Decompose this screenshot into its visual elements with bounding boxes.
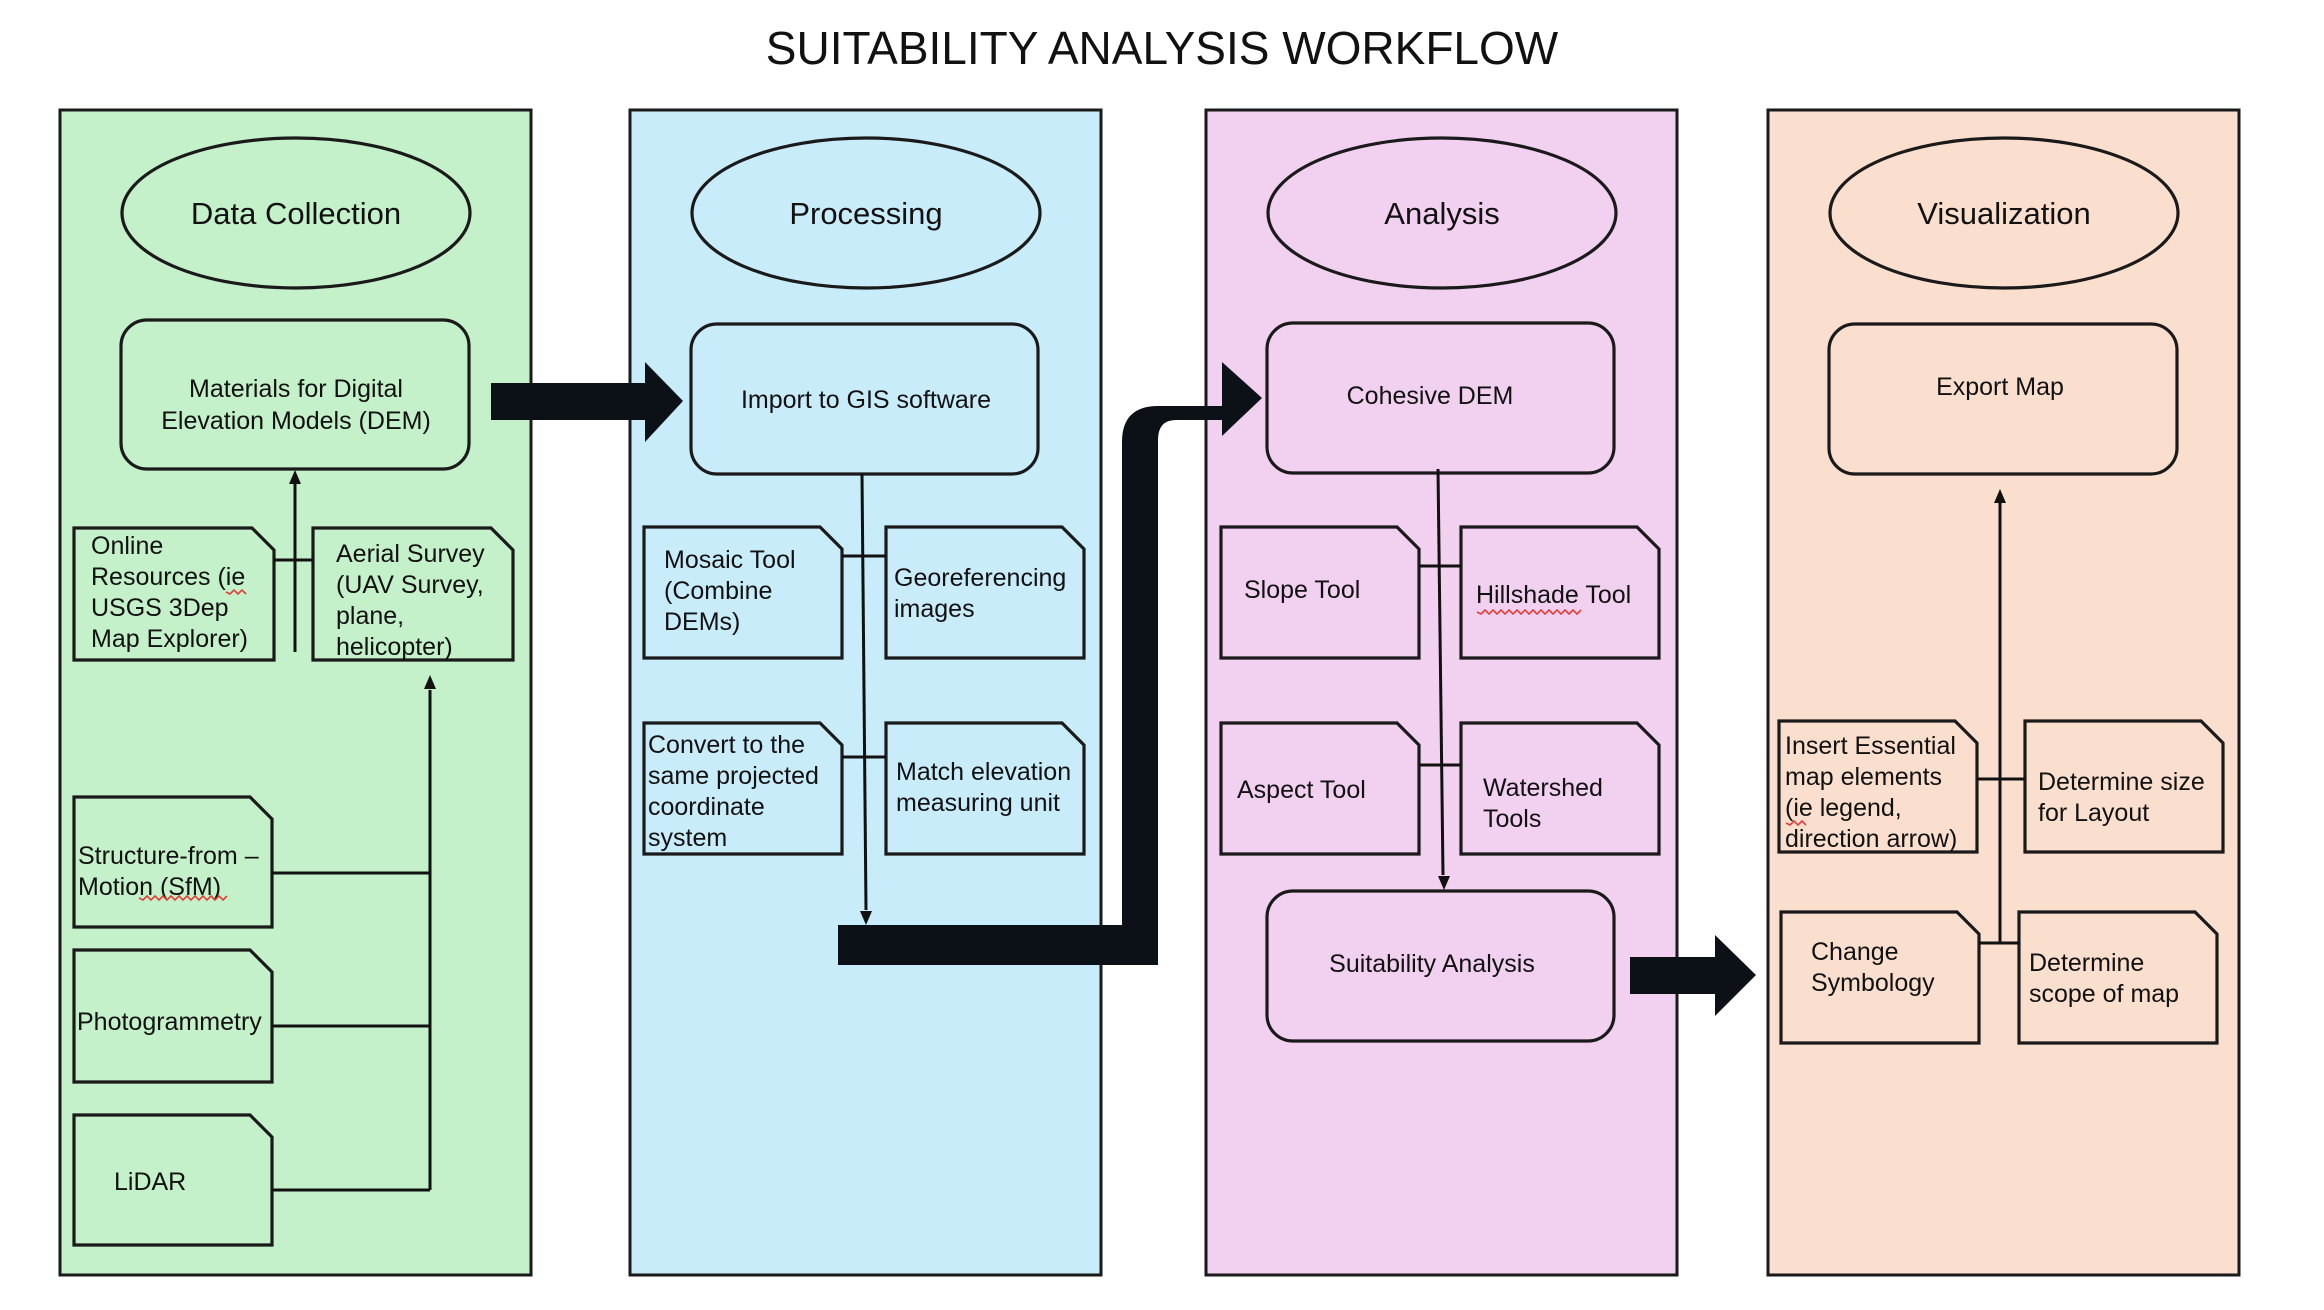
header-ellipse [1266, 136, 1618, 290]
change-symbology-label-line: Change [1811, 938, 1899, 966]
insert-map-elements-label-line: Insert Essential [1785, 732, 1956, 760]
dem-up-arrowhead [289, 470, 301, 484]
spellcheck-underline [1476, 608, 1582, 616]
column-header: Visualization [1917, 196, 2090, 231]
mosaic-tool-label-line: (Combine [664, 577, 772, 605]
aerial-survey-label-line: helicopter) [336, 633, 453, 661]
dem-materials-box [119, 318, 471, 471]
suitability-analysis-box [1265, 889, 1616, 1043]
flow-arrow-analysis-to-visualization [1630, 935, 1756, 1016]
header-ellipse [1828, 136, 2180, 290]
import-gis-box [689, 322, 1040, 476]
hillshade-tool-doc [1459, 525, 1661, 660]
aerial-survey-label-line: Aerial Survey [336, 540, 485, 568]
convert-projection-doc [642, 721, 844, 856]
online-resources-label-line: USGS 3Dep [91, 594, 229, 622]
georeferencing-label-line: Georeferencing [894, 564, 1066, 592]
aspect-tool-label-line: Aspect Tool [1237, 776, 1366, 804]
processing-down-arrowhead [860, 911, 872, 925]
analysis-down-arrowhead [1438, 876, 1450, 890]
analysis-vertical-connector [1436, 468, 1445, 876]
mosaic-tool-label-line: DEMs) [664, 608, 740, 636]
header-ellipse [690, 136, 1042, 290]
georeferencing-label-line: images [894, 595, 975, 623]
sfm-label-line: Structure-from – [78, 842, 259, 870]
convert-projection-label-line: Convert to the [648, 731, 805, 759]
sfm-label-line: Motion (SfM) [78, 873, 221, 901]
flow-arrow-processing-to-analysis [838, 362, 1262, 965]
hillshade-tool-label-line: Hillshade Tool [1476, 581, 1631, 609]
visualization-up-arrowhead [1994, 489, 2006, 503]
online-resources-label-line: Resources (ie [91, 563, 245, 591]
watershed-tools-doc [1459, 721, 1661, 856]
watershed-tools-label-line: Watershed [1483, 774, 1603, 802]
match-elevation-doc [884, 721, 1086, 856]
insert-map-elements-label-line: (ie legend, [1785, 794, 1902, 822]
convert-projection-label-line: coordinate [648, 793, 765, 821]
determine-scope-doc [2017, 910, 2219, 1045]
column-header: Processing [789, 196, 942, 231]
aerial-survey-doc [311, 526, 515, 662]
cohesive-dem-label-line: Cohesive DEM [1347, 382, 1514, 410]
dem-materials-label-line: Materials for Digital [189, 375, 403, 403]
export-map-label-line: Export Map [1936, 373, 2064, 401]
slope-tool-label-line: Slope Tool [1244, 576, 1360, 604]
cohesive-dem-box [1265, 321, 1616, 475]
page-title: SUITABILITY ANALYSIS WORKFLOW [766, 22, 1559, 74]
determine-size-label-line: for Layout [2038, 799, 2149, 827]
change-symbology-label-line: Symbology [1811, 969, 1935, 997]
spellcheck-underline [138, 894, 228, 902]
online-resources-doc [72, 526, 276, 662]
import-gis-label-line: Import to GIS software [741, 386, 991, 414]
lidar-label-line: LiDAR [114, 1168, 186, 1196]
processing-vertical-connector [860, 473, 868, 911]
determine-scope-label-line: Determine [2029, 949, 2144, 977]
match-elevation-label-line: Match elevation [896, 758, 1071, 786]
flow-arrow-collection-to-processing [491, 362, 683, 442]
aerial-up-arrowhead [424, 675, 436, 689]
aspect-tool-doc [1219, 721, 1421, 856]
photogrammetry-label-line: Photogrammetry [77, 1008, 262, 1036]
online-resources-label-line: Online [91, 532, 163, 560]
column-header: Data Collection [191, 196, 401, 231]
watershed-tools-label-line: Tools [1483, 805, 1541, 833]
column-header: Analysis [1384, 196, 1499, 231]
column-visualization [1766, 108, 2241, 1277]
online-resources-label-line: Map Explorer) [91, 625, 248, 653]
georeferencing-doc [884, 525, 1086, 660]
export-map-box [1827, 322, 2179, 476]
dem-materials-label-line: Elevation Models (DEM) [161, 407, 431, 435]
spellcheck-underline [225, 588, 247, 596]
aerial-survey-label-line: (UAV Survey, [336, 571, 484, 599]
header-ellipse [120, 136, 472, 290]
spellcheck-underline [1785, 819, 1807, 827]
change-symbology-doc [1779, 910, 1981, 1045]
mosaic-tool-label-line: Mosaic Tool [664, 546, 796, 574]
convert-projection-label-line: system [648, 824, 727, 852]
insert-map-elements-doc [1777, 719, 1979, 854]
convert-projection-label-line: same projected [648, 762, 819, 790]
mosaic-tool-doc [642, 525, 844, 660]
insert-map-elements-label-line: direction arrow) [1785, 825, 1957, 853]
insert-map-elements-label-line: map elements [1785, 763, 1942, 791]
determine-scope-label-line: scope of map [2029, 980, 2179, 1008]
slope-tool-doc [1219, 525, 1421, 660]
aerial-survey-label-line: plane, [336, 602, 404, 630]
determine-size-label-line: Determine size [2038, 768, 2205, 796]
suitability-analysis-label-line: Suitability Analysis [1329, 950, 1535, 978]
match-elevation-label-line: measuring unit [896, 789, 1060, 817]
determine-size-doc [2023, 719, 2225, 854]
